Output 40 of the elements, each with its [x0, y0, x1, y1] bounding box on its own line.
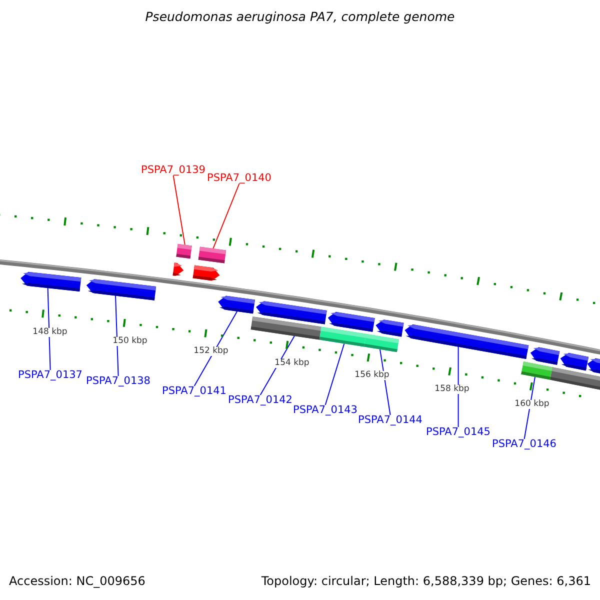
scale-label: 152 kbp	[192, 347, 230, 356]
feature-bar	[250, 316, 322, 340]
scale-label: 158 kbp	[434, 385, 470, 394]
leader-line	[458, 346, 459, 428]
feature-bar	[521, 362, 552, 380]
feature-bar	[176, 244, 192, 259]
leader-line	[47, 288, 51, 370]
accession-text: Accession: NC_009656	[9, 575, 146, 587]
gene-label: PSPA7_0145	[426, 427, 490, 438]
gene-label: PSPA7_0146	[492, 439, 556, 450]
gene-label: PSPA7_0139	[141, 165, 206, 176]
gene-label: PSPA7_0142	[228, 395, 292, 406]
title: Pseudomonas aeruginosa PA7, complete genome	[144, 11, 456, 24]
gene-label: PSPA7_0137	[18, 370, 82, 380]
gene-feature	[218, 296, 255, 314]
scale-label: 150 kbp	[112, 337, 148, 346]
leader-line	[380, 348, 391, 416]
gene-feature	[20, 272, 82, 292]
leader-line	[194, 310, 238, 386]
scale-label: 148 kbp	[32, 328, 68, 336]
scale-label: 154 kbp	[274, 359, 310, 368]
gene-label: PSPA7_0140	[207, 173, 272, 184]
leader-line	[172, 175, 186, 246]
feature-bar	[364, 334, 399, 352]
leader-line	[212, 183, 240, 250]
feature-bar	[198, 246, 226, 264]
leader-line	[115, 295, 119, 376]
leader-line	[324, 343, 345, 406]
leader-line	[260, 335, 295, 396]
scale-label: 160 kbp	[514, 400, 550, 408]
scale-label: 156 kbp	[354, 371, 390, 380]
leader-line	[524, 376, 536, 440]
gene-feature	[404, 324, 529, 359]
genome-info-text: Topology: circular; Length: 6,588,339 bp; Genes: 6,361	[261, 575, 591, 587]
gene-label: PSPA7_0143	[293, 405, 358, 416]
gene-label: PSPA7_0144	[358, 415, 422, 426]
gene-label: PSPA7_0138	[86, 376, 150, 386]
gene-label: PSPA7_0141	[162, 386, 226, 396]
feature-bar	[319, 326, 366, 347]
gene-feature	[86, 279, 156, 300]
